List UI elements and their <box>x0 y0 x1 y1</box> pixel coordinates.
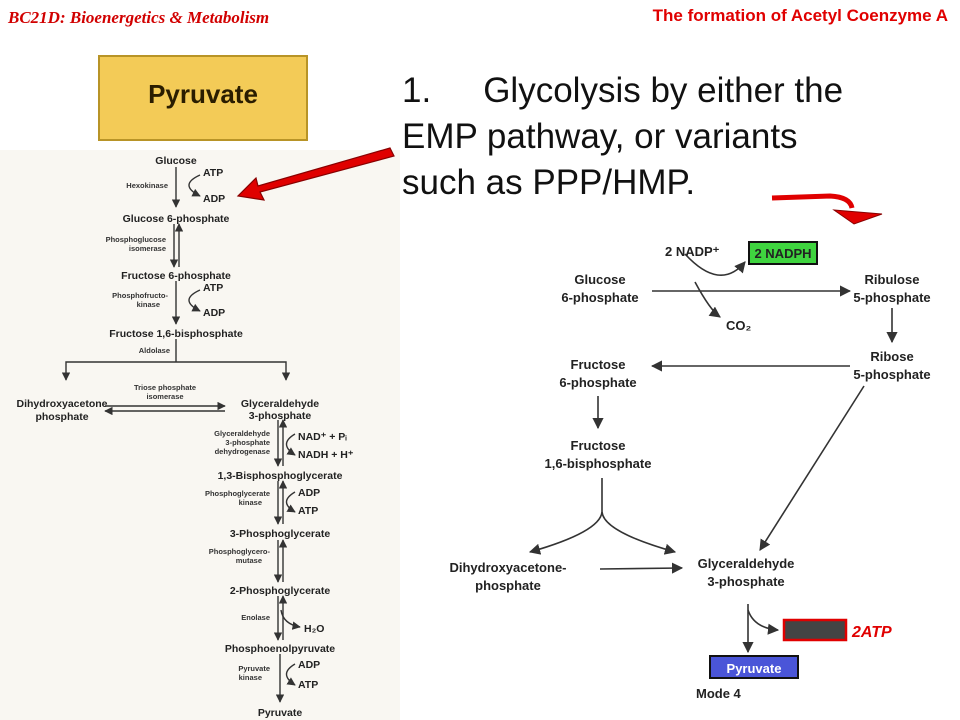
glyco-f16bp: Fructose 1,6-bisphosphate <box>109 328 243 340</box>
glycolysis-panel-background <box>0 150 400 720</box>
glyco-g3p-2: 3-phosphate <box>249 410 312 422</box>
ppp-dhap-1: Dihydroxyacetone- <box>449 560 566 575</box>
ppp-atp: 2ATP <box>851 624 892 641</box>
glyco-dhap-1: Dihydroxyacetone <box>16 398 107 410</box>
enzyme-gapdh-1: Glyceraldehyde <box>214 429 270 438</box>
ppp-co2: CO₂ <box>726 318 752 333</box>
enzyme-gapdh-3: dehydrogenase <box>215 447 270 456</box>
ppp-f6p-2: 6-phosphate <box>559 375 636 390</box>
enzyme-pk-1: Pyruvate <box>238 664 270 673</box>
ppp-f16bp-2: 1,6-bisphosphate <box>545 456 652 471</box>
ppp-ribulose-1: Ribulose <box>865 272 920 287</box>
redacted-box <box>782 618 848 642</box>
glyco-dhap-2: phosphate <box>35 411 88 423</box>
glyco-nadh: NADH + H⁺ <box>298 449 354 461</box>
pyruvate-box-label: Pyruvate <box>148 79 258 109</box>
red-curved-arrow-line <box>771 193 855 209</box>
ppp-pyruvate: Pyruvate <box>727 661 782 676</box>
glyco-nad: NAD⁺ + Pᵢ <box>298 431 347 443</box>
arrow-co2-release <box>694 281 721 318</box>
enzyme-pgi-2: isomerase <box>129 244 166 253</box>
point-line-2: EMP pathway, or variants <box>402 117 798 156</box>
arrow-h2o-release <box>280 609 301 630</box>
ppp-g6p-2: 6-phosphate <box>561 290 638 305</box>
glyco-f6p: Fructose 6-phosphate <box>121 270 231 282</box>
arrow-adp-atp-3 <box>285 491 296 513</box>
ppp-f16bp-1: Fructose <box>571 438 626 453</box>
enzyme-pk-2: kinase <box>239 673 262 682</box>
ppp-nadp: 2 NADP⁺ <box>665 244 720 259</box>
enzyme-enolase: Enolase <box>241 613 270 622</box>
glyco-adp-3: ADP <box>298 487 320 499</box>
enzyme-pgk-2: kinase <box>239 498 262 507</box>
pyruvate-highlight-box <box>709 655 799 679</box>
glyco-g6p: Glucose 6-phosphate <box>123 213 230 225</box>
course-title: BC21D: Bioenergetics & Metabolism <box>8 8 270 27</box>
glyco-atp-2: ATP <box>203 282 223 294</box>
pentose-phosphate-pathway-diagram: 2 NADP⁺ 2 NADPH CO₂ Glucose 6-phosphate … <box>449 241 931 701</box>
enzyme-tpi-1: Triose phosphate <box>134 383 196 392</box>
ppp-ribulose-2: 5-phosphate <box>853 290 930 305</box>
glyco-2pg: 2-Phosphoglycerate <box>230 585 331 597</box>
enzyme-pfk-1: Phosphofructo- <box>112 291 168 300</box>
enzyme-tpi-2: isomerase <box>146 392 183 401</box>
enzyme-hexokinase: Hexokinase <box>126 181 168 190</box>
pyruvate-label-box: Pyruvate <box>98 55 308 141</box>
glyco-pyruvate: Pyruvate <box>258 707 303 719</box>
glyco-pep: Phosphoenolpyruvate <box>225 643 335 655</box>
glyco-adp-2: ADP <box>203 307 225 319</box>
ppp-f6p-1: Fructose <box>571 357 626 372</box>
enzyme-pgm-1: Phosphoglycero- <box>209 547 271 556</box>
ppp-g3p-2: 3-phosphate <box>707 574 784 589</box>
arrow-nadp-nadph <box>684 253 746 277</box>
ppp-g6p-1: Glucose <box>574 272 625 287</box>
ppp-nadph: 2 NADPH <box>754 246 811 261</box>
glyco-h2o: H₂O <box>304 623 324 635</box>
arrow-atp-adp-2 <box>188 289 201 312</box>
point-line-1: Glycolysis by either the <box>483 71 844 110</box>
arrow-atp-output <box>747 609 780 635</box>
ppp-dhap-2: phosphate <box>475 578 541 593</box>
slide-title: The formation of Acetyl Coenzyme A <box>652 6 948 25</box>
enzyme-pgk-1: Phosphoglycerate <box>205 489 270 498</box>
enzyme-pfk-2: kinase <box>137 300 160 309</box>
arrow-adp-atp-4 <box>285 663 296 686</box>
glyco-atp-1: ATP <box>203 167 223 179</box>
arrow-f16bp-dhap <box>528 478 603 555</box>
ppp-mode: Mode 4 <box>696 686 742 701</box>
arrow-f16bp-g3p <box>601 511 677 555</box>
point-line-3: such as PPP/HMP. <box>402 163 696 202</box>
enzyme-aldolase: Aldolase <box>139 346 170 355</box>
nadph-highlight-box <box>748 241 818 265</box>
enzyme-pgi-1: Phosphoglucose <box>106 235 166 244</box>
arrow-aldolase-split <box>61 361 291 381</box>
main-point-text: 1. Glycolysis by either the EMP pathway, … <box>402 68 952 206</box>
ppp-ribose-1: Ribose <box>870 349 913 364</box>
enzyme-pgm-2: mutase <box>236 556 262 565</box>
glyco-atp-3: ATP <box>298 505 318 517</box>
arrow-atp-adp-1 <box>188 174 201 197</box>
glyco-adp-1: ADP <box>203 193 225 205</box>
point-number: 1. <box>402 71 432 110</box>
red-curved-arrow <box>771 193 883 225</box>
glyco-atp-4: ATP <box>298 679 318 691</box>
glyco-bpg: 1,3-Bisphosphoglycerate <box>218 470 343 482</box>
red-arrow-shape <box>236 147 395 201</box>
arrow-ribose-g3p <box>759 385 865 551</box>
arrow-nad-nadh <box>285 433 296 456</box>
red-pointer-arrow <box>236 147 395 201</box>
glyco-g3p-1: Glyceraldehyde <box>241 398 319 410</box>
red-curved-arrow-head <box>832 209 883 225</box>
arrow-dhap-g3p <box>599 562 684 574</box>
glyco-3pg: 3-Phosphoglycerate <box>230 528 331 540</box>
ppp-ribose-2: 5-phosphate <box>853 367 930 382</box>
enzyme-gapdh-2: 3-phosphate <box>225 438 270 447</box>
ppp-g3p-1: Glyceraldehyde <box>698 556 795 571</box>
glycolysis-pathway-diagram: Glucose ATP Hexokinase ADP Glucose 6-pho… <box>16 155 354 719</box>
glyco-adp-4: ADP <box>298 659 320 671</box>
glyco-glucose: Glucose <box>155 155 197 167</box>
